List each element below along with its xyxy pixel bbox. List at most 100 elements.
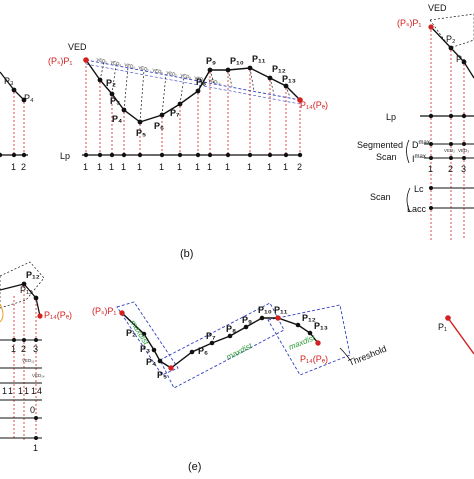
panel-b-ved-label: VED bbox=[68, 42, 87, 52]
panel-b-lp-node bbox=[247, 152, 253, 158]
panel-c-lp-node bbox=[448, 113, 454, 119]
panel-d-end-point bbox=[37, 313, 43, 319]
panel-e-point bbox=[209, 340, 215, 346]
ved-segment-label: VED₂ bbox=[96, 57, 108, 64]
imax-label: Imax bbox=[412, 154, 426, 164]
panel-e-breakpoint bbox=[275, 315, 281, 321]
panel-c-ved-region bbox=[429, 13, 474, 49]
ved-distance-line bbox=[179, 77, 185, 105]
index-value: 1 bbox=[428, 164, 433, 174]
panel-b-point bbox=[267, 75, 273, 81]
panel-b-point bbox=[247, 65, 253, 71]
panel-b-point bbox=[207, 67, 213, 73]
panel-d-ved-label: VED₁₄ bbox=[32, 373, 45, 378]
lacc-node bbox=[429, 206, 433, 210]
panel-a-point bbox=[21, 97, 27, 103]
panel-e-point bbox=[259, 315, 265, 321]
panel-f-line bbox=[447, 317, 474, 355]
panel-e-point-label: P₅ bbox=[157, 370, 167, 380]
panel-b-lp-node bbox=[225, 152, 231, 158]
panel-d-index: 2 bbox=[21, 344, 26, 354]
panel-b-lp-node bbox=[159, 152, 165, 158]
panel-b-point-label: P₁₀ bbox=[230, 56, 244, 66]
panel-b-lp-node bbox=[83, 152, 89, 158]
panel-b-caption: (b) bbox=[180, 248, 193, 260]
threshold-bracket bbox=[339, 347, 351, 361]
panel-e-point-label: P₆ bbox=[198, 346, 208, 356]
panel-b-point-label: P₄ bbox=[112, 114, 122, 124]
panel-d-node bbox=[34, 416, 38, 420]
panel-d-region bbox=[0, 261, 45, 309]
panel-d-index: 3 bbox=[33, 344, 38, 354]
panel-d-row-value: 1 bbox=[8, 386, 13, 396]
panel-b-lp-value: 1 bbox=[283, 162, 288, 172]
panel-b-point bbox=[225, 67, 231, 73]
panel-c-lp-node bbox=[428, 113, 434, 119]
panel-e-caption: (e) bbox=[188, 461, 201, 473]
panel-b-point-label: P₈ bbox=[196, 77, 206, 87]
panel-b-lp-node bbox=[109, 152, 115, 158]
panel-d-node bbox=[22, 338, 26, 342]
panel-d-row-value: 4 bbox=[37, 386, 42, 396]
panel-e-point-label: P₁₂ bbox=[302, 313, 316, 323]
imax-node bbox=[449, 156, 453, 160]
panel-a-lp-node bbox=[11, 152, 17, 158]
panel-d-point-label: P₁₂ bbox=[26, 270, 40, 280]
panel-a-lp-value: 2 bbox=[21, 162, 26, 172]
ved-distance-line bbox=[249, 67, 255, 91]
lacc-label: Lacc bbox=[407, 204, 427, 214]
panel-c-point bbox=[461, 59, 467, 65]
panel-e-end-label: P₁₄(Pₑ) bbox=[300, 354, 328, 364]
panel-d-point-label: P₁₃ bbox=[20, 285, 33, 295]
panel-c-lp-label: Lp bbox=[386, 112, 396, 122]
imax-node bbox=[462, 156, 466, 160]
panel-e-point bbox=[157, 358, 163, 364]
panel-b-point bbox=[109, 91, 115, 97]
index-value: 3 bbox=[461, 164, 466, 174]
dmax-label: Dmax bbox=[412, 140, 430, 150]
panel-b-lp-value: 1 bbox=[247, 162, 252, 172]
panel-a-point-label: P₄ bbox=[24, 93, 34, 103]
panel-b-lp-value: 1 bbox=[159, 162, 164, 172]
scan-label: Scan bbox=[376, 152, 397, 162]
ved-distance-line bbox=[99, 62, 105, 81]
panel-b-lp-node bbox=[297, 152, 303, 158]
panel-e-point-label: P₈ bbox=[226, 324, 236, 334]
panel-b-lp-node bbox=[195, 152, 201, 158]
panel-d-node bbox=[34, 436, 38, 440]
panel-b-point-label: P₇ bbox=[170, 108, 180, 118]
ved-sub-label: VED₃ bbox=[458, 148, 469, 153]
scan-row-label: Scan bbox=[370, 192, 391, 202]
panel-f-partial: P₁ bbox=[438, 315, 474, 355]
panel-d-row-value: 1 bbox=[31, 386, 36, 396]
panel-b-point-label: P₁₂ bbox=[272, 64, 286, 74]
panel-e-point-label: P₁₃ bbox=[314, 321, 328, 331]
panel-c-start-point bbox=[428, 24, 434, 30]
panel-e-point bbox=[141, 331, 147, 337]
panel-d-end-label: P₁₄(Pₑ) bbox=[44, 310, 72, 320]
ved-segment-label: VED₇ bbox=[166, 70, 178, 77]
panel-b-point bbox=[195, 88, 201, 94]
dmax-node bbox=[462, 142, 466, 146]
ved-segment-label: VED₃ bbox=[110, 60, 122, 67]
panel-f-point-label: P₁ bbox=[438, 322, 447, 332]
panel-b-point bbox=[97, 77, 103, 83]
ved-distance-line bbox=[227, 69, 233, 87]
panel-b-lp-value: 2 bbox=[297, 162, 302, 172]
panel-b-lp-node bbox=[97, 152, 103, 158]
panel-b-lp-value: 1 bbox=[137, 162, 142, 172]
segmented-brace bbox=[406, 139, 410, 164]
panel-e-breakpoint bbox=[315, 340, 321, 346]
panel-b-endpoint bbox=[297, 97, 303, 103]
panel-e-point bbox=[189, 349, 195, 355]
panel-b-lp-value: 1 bbox=[267, 162, 272, 172]
ved-distance-line bbox=[161, 74, 167, 116]
panel-d-point bbox=[21, 281, 27, 287]
panel-c-point bbox=[448, 45, 454, 51]
panel-b-point bbox=[283, 83, 289, 89]
panel-d-orange-mark bbox=[0, 303, 4, 323]
panel-b-lp-value: 1 bbox=[225, 162, 230, 172]
